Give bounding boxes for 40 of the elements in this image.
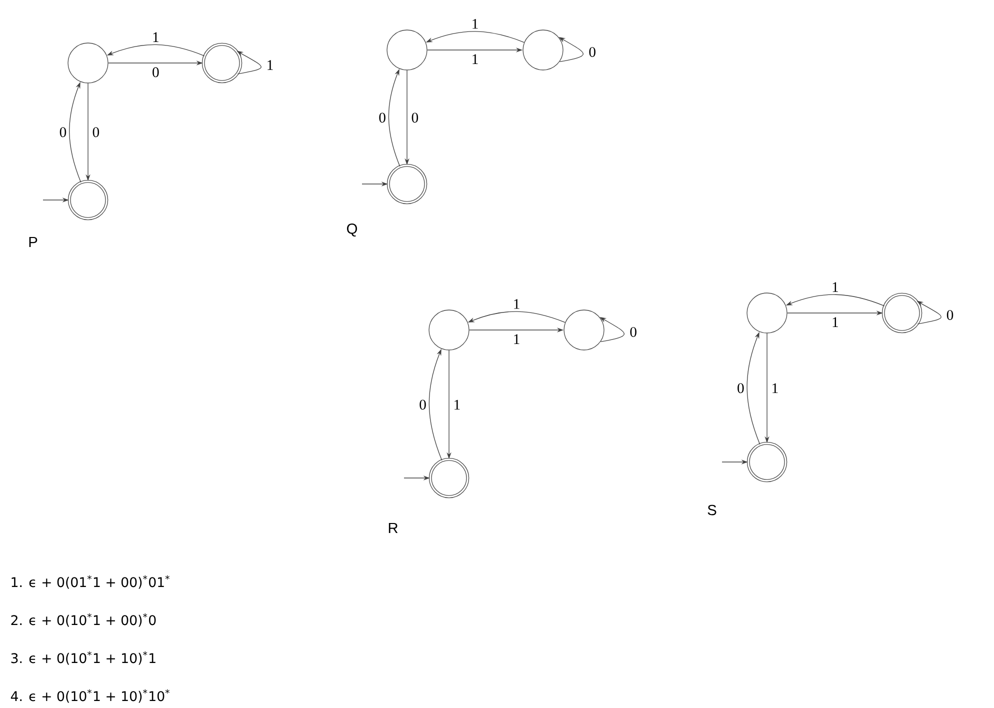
accepting-state-circle: [386, 164, 428, 204]
edge-label: 1: [265, 58, 275, 72]
edge-label: 0: [587, 46, 598, 58]
edge-label: 1: [452, 398, 462, 411]
answer-option: 4. ϵ + 0(10$^{*}$1 + 10)$^{*}$10$^{*}$: [10, 689, 170, 703]
state-circle: [746, 292, 788, 334]
state-circle: [386, 30, 428, 70]
edge-label: 1: [830, 316, 840, 328]
edge-label: 1: [150, 30, 161, 44]
edge-label: 0: [736, 382, 746, 394]
accepting-state-circle: [202, 42, 242, 84]
edge-label: 0: [90, 126, 101, 138]
answer-option: 3. ϵ + 0(10$^{*}$1 + 10)$^{*}$1: [11, 651, 156, 665]
state-circle: [564, 310, 604, 350]
accepting-state-circle: [68, 180, 108, 220]
state-circle: [68, 42, 108, 84]
answer-option: 2. ϵ + 0(10$^{*}$1 + 00)$^{*}$0: [11, 613, 156, 627]
automaton-label: P: [29, 236, 38, 248]
edge-label: 0: [58, 126, 68, 138]
edge-label: 1: [470, 18, 480, 30]
edge-label: 1: [512, 332, 522, 346]
edge-label: 0: [150, 66, 161, 78]
accepting-state-circle: [882, 292, 922, 334]
edge-label: 1: [830, 280, 840, 294]
edge-label: 1: [512, 298, 522, 310]
edge-label: 1: [470, 52, 480, 66]
answer-option: 1. ϵ + 0(01$^{*}$1 + 00)$^{*}$01$^{*}$: [12, 575, 170, 589]
accepting-state-circle: [746, 442, 788, 482]
edge-label: 0: [418, 398, 428, 411]
edge-label: 1: [770, 382, 780, 394]
edge-label: 0: [628, 326, 638, 338]
automaton-label: Q: [347, 224, 357, 236]
state-circle: [522, 30, 564, 70]
automaton-label: R: [388, 522, 398, 534]
state-circle: [428, 310, 470, 350]
accepting-state-circle: [428, 458, 470, 498]
edge-label: 0: [377, 111, 388, 124]
edge-label: 0: [410, 111, 420, 124]
automaton-label: S: [708, 504, 716, 516]
edge-label: 0: [945, 308, 955, 322]
